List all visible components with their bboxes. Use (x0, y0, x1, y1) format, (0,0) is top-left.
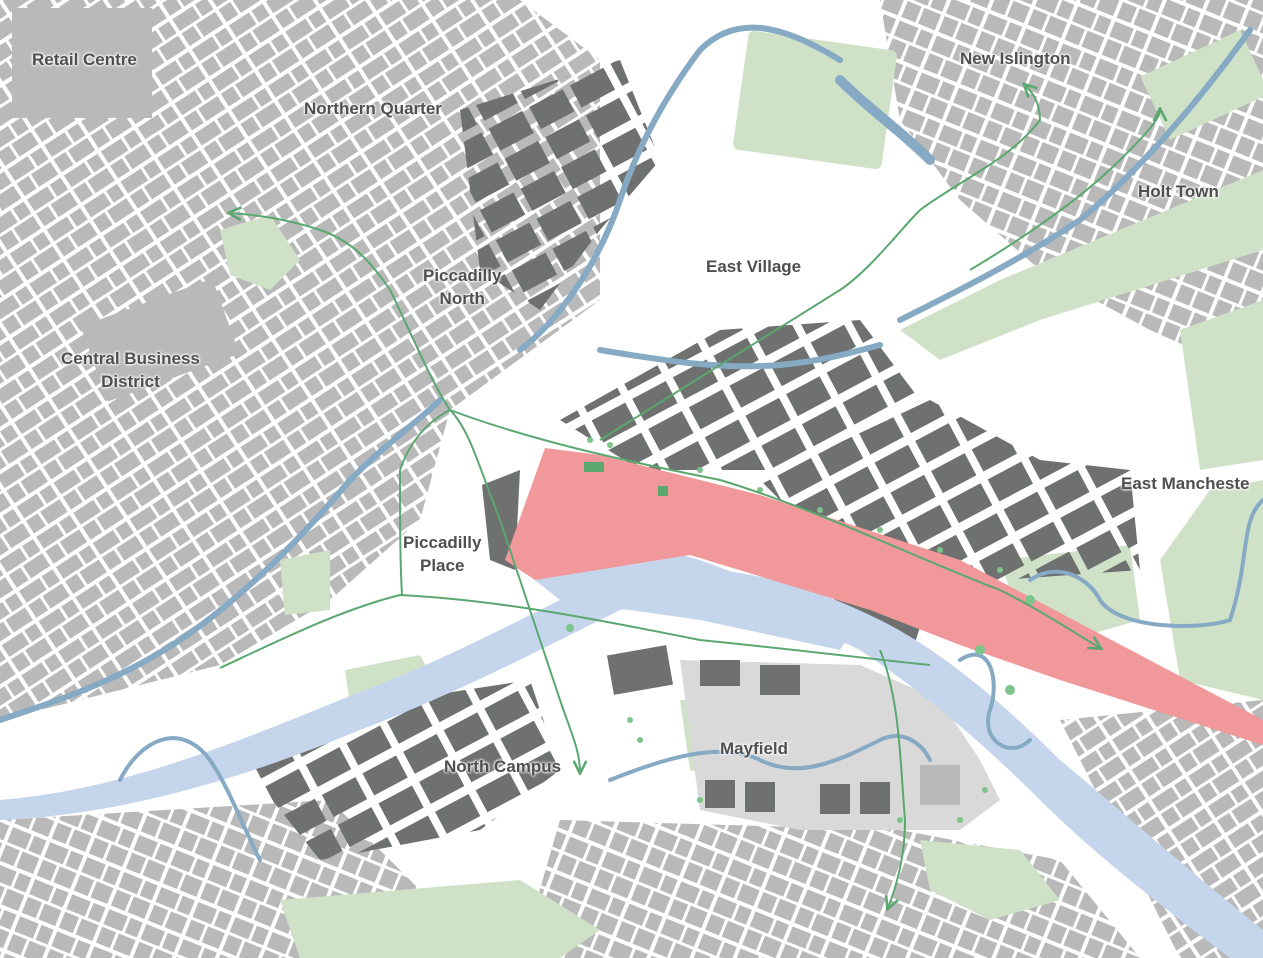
canal-rochdale (517, 24, 843, 353)
tree-icon (975, 645, 985, 655)
route-piccadilly-place (399, 469, 403, 596)
label-piccadilly-place: Piccadilly Place (403, 531, 481, 577)
label-piccadilly-place-line1: Piccadilly (403, 533, 482, 552)
green-piccadilly-park (280, 550, 330, 615)
mayfield-block-1 (705, 780, 735, 808)
mayfield-block-3 (820, 784, 850, 814)
city-blocks-west (0, 0, 600, 720)
tree-icon (957, 817, 963, 823)
piccadilly-station (505, 448, 1263, 745)
label-central-business-district: Central Business District (61, 347, 200, 393)
dev-block-mayfield-1 (606, 645, 674, 695)
label-north-campus: North Campus (444, 757, 562, 776)
mayfield-block-7 (920, 765, 960, 805)
canal-new-islington (835, 75, 935, 165)
route-north-campus (449, 409, 580, 772)
river-tib-west (118, 736, 262, 862)
river-medlock-mayfield (608, 734, 932, 782)
tree-icon (637, 737, 643, 743)
tree-icon (627, 717, 633, 723)
mayfield-block-2 (745, 782, 775, 812)
label-east-manchester: East Mancheste (1121, 474, 1250, 493)
label-east-village: East Village (706, 257, 802, 276)
route-holt-town (969, 110, 1160, 271)
mayfield-block-6 (760, 665, 800, 695)
central-business-block (80, 278, 240, 402)
canal-layer (0, 24, 1263, 862)
dev-blocks-north-campus (240, 680, 560, 860)
retail-centre-block (12, 8, 152, 118)
label-cbd-line1: Central Business (61, 349, 200, 368)
station-entrance-2 (658, 486, 668, 496)
tree-layer (566, 437, 1035, 823)
mayfield-block-4 (860, 782, 890, 814)
canal-ashton (597, 342, 883, 370)
canal-north-east (897, 27, 1253, 323)
tree-icon (607, 442, 613, 448)
river-medlock (0, 567, 1263, 958)
label-piccadilly-north: Piccadilly North (423, 264, 501, 310)
route-northwest (230, 213, 452, 471)
label-cbd-line2: District (101, 372, 160, 391)
green-holt-east (1180, 300, 1263, 470)
route-layer (219, 85, 1160, 908)
dev-blocks-northern-quarter (460, 60, 660, 310)
tree-icon (997, 567, 1003, 573)
mayfield-block-5 (700, 660, 740, 686)
green-east-manchester (1160, 480, 1263, 700)
label-holt-town: Holt Town (1138, 182, 1219, 201)
tree-icon (982, 787, 988, 793)
tree-icon (587, 437, 593, 443)
tree-icon (937, 547, 943, 553)
tree-icon (1005, 685, 1015, 695)
green-piccadilly-gardens (220, 215, 300, 290)
route-south (879, 649, 907, 908)
label-piccadilly-north-line1: Piccadilly (423, 266, 502, 285)
green-south (920, 840, 1060, 920)
route-new-islington (599, 85, 1042, 441)
label-new-islington: New Islington (960, 49, 1071, 68)
label-piccadilly-place-line2: Place (420, 556, 465, 575)
green-park-1 (733, 30, 897, 170)
tree-icon (1025, 595, 1035, 605)
green-southwest (280, 880, 600, 958)
tree-icon (897, 817, 903, 823)
green-strip-east (900, 170, 1263, 360)
station-layer (505, 448, 1263, 745)
canal-west (0, 397, 443, 723)
river-east (1028, 498, 1263, 628)
label-mayfield: Mayfield (720, 739, 789, 758)
route-west (219, 593, 931, 669)
tree-icon (817, 507, 823, 513)
route-station-east (449, 409, 1100, 648)
label-piccadilly-north-line2: North (439, 289, 485, 308)
tree-icon (697, 467, 703, 473)
label-retail-centre: Retail Centre (32, 50, 137, 69)
label-northern-quarter: Northern Quarter (304, 99, 442, 118)
tree-icon (697, 797, 703, 803)
tree-icon (566, 624, 574, 632)
station-entrance-1 (584, 462, 604, 472)
tree-icon (877, 527, 883, 533)
river-east-loop (958, 652, 1032, 751)
